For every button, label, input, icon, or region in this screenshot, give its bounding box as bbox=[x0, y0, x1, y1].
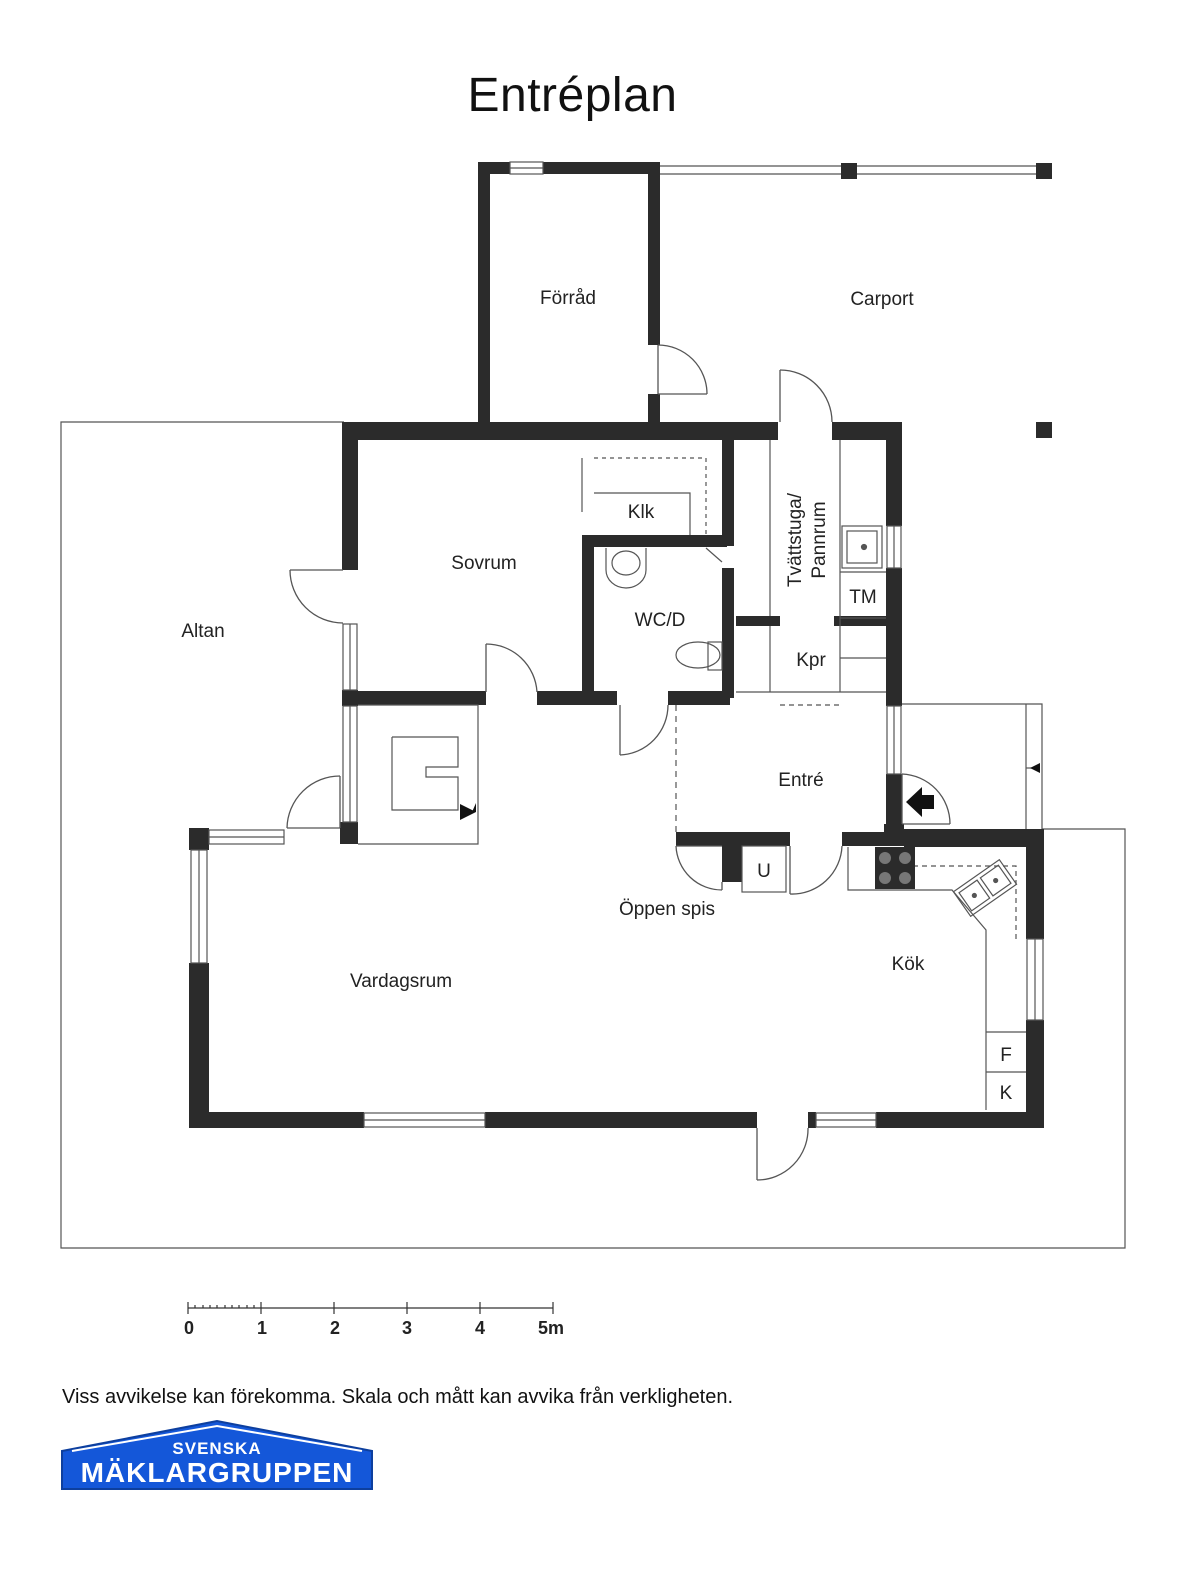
scale-label: 1 bbox=[257, 1318, 267, 1338]
room-label-kok: Kök bbox=[892, 954, 925, 975]
room-label-kpr: Kpr bbox=[796, 650, 826, 671]
carport-structure bbox=[658, 163, 1052, 438]
windows bbox=[190, 161, 1044, 1128]
room-label-sovrum: Sovrum bbox=[451, 553, 516, 574]
fixtures bbox=[358, 440, 1040, 1110]
room-label-altan: Altan bbox=[181, 621, 224, 642]
room-label-u: U bbox=[757, 861, 771, 882]
scale-label: 5m bbox=[538, 1318, 564, 1338]
door-swing bbox=[485, 643, 538, 693]
room-label-pannrum: Pannrum bbox=[809, 501, 830, 578]
room-label-oppen-spis: Öppen spis bbox=[619, 899, 715, 920]
scale-label: 3 bbox=[402, 1318, 412, 1338]
door-swing bbox=[657, 344, 708, 395]
room-label-tvattstuga: Tvättstuga/ bbox=[785, 492, 806, 587]
door-swing bbox=[286, 775, 341, 829]
doors bbox=[286, 344, 951, 1181]
walls bbox=[189, 162, 1044, 1128]
entry-arrow-icon bbox=[906, 787, 934, 817]
kitchen-sink bbox=[952, 858, 1018, 918]
carport-post bbox=[1036, 163, 1052, 179]
door-swing bbox=[779, 369, 833, 423]
stair-arrow bbox=[460, 804, 476, 820]
plan-title: Entréplan bbox=[467, 69, 678, 122]
carport-post bbox=[1036, 422, 1052, 438]
door-swing bbox=[901, 773, 951, 825]
scale-label: 0 bbox=[184, 1318, 194, 1338]
room-label-vardagsrum: Vardagsrum bbox=[350, 971, 452, 992]
disclaimer-text: Viss avvikelse kan förekomma. Skala och … bbox=[62, 1386, 734, 1408]
door-swing bbox=[789, 845, 843, 895]
scale-label: 4 bbox=[475, 1318, 485, 1338]
room-label-carport: Carport bbox=[850, 289, 914, 310]
room-label-wcd: WC/D bbox=[635, 610, 686, 631]
deck-outline bbox=[60, 421, 1126, 1249]
scale-bar bbox=[187, 1302, 554, 1314]
room-label-forrad: Förråd bbox=[540, 288, 596, 309]
room-label-klk: Klk bbox=[628, 502, 655, 523]
door-swing bbox=[289, 569, 344, 624]
room-label-k: K bbox=[1000, 1083, 1013, 1104]
logo-top-text: SVENSKA bbox=[172, 1439, 261, 1458]
room-label-f: F bbox=[1000, 1045, 1012, 1066]
laundry-sink bbox=[841, 525, 883, 569]
door-swing bbox=[675, 845, 723, 891]
room-label-entre: Entré bbox=[778, 770, 823, 791]
door-swing bbox=[756, 1127, 809, 1181]
scale-label: 2 bbox=[330, 1318, 340, 1338]
brand-logo: SVENSKA MÄKLARGRUPPEN bbox=[61, 1419, 373, 1490]
stove bbox=[875, 847, 915, 889]
door-swing bbox=[619, 704, 669, 756]
room-label-tm: TM bbox=[849, 587, 876, 608]
carport-post bbox=[841, 163, 857, 179]
deck-arrow-icon bbox=[1030, 763, 1040, 773]
logo-main-text: MÄKLARGRUPPEN bbox=[81, 1457, 354, 1488]
u-cabinet bbox=[741, 845, 787, 893]
